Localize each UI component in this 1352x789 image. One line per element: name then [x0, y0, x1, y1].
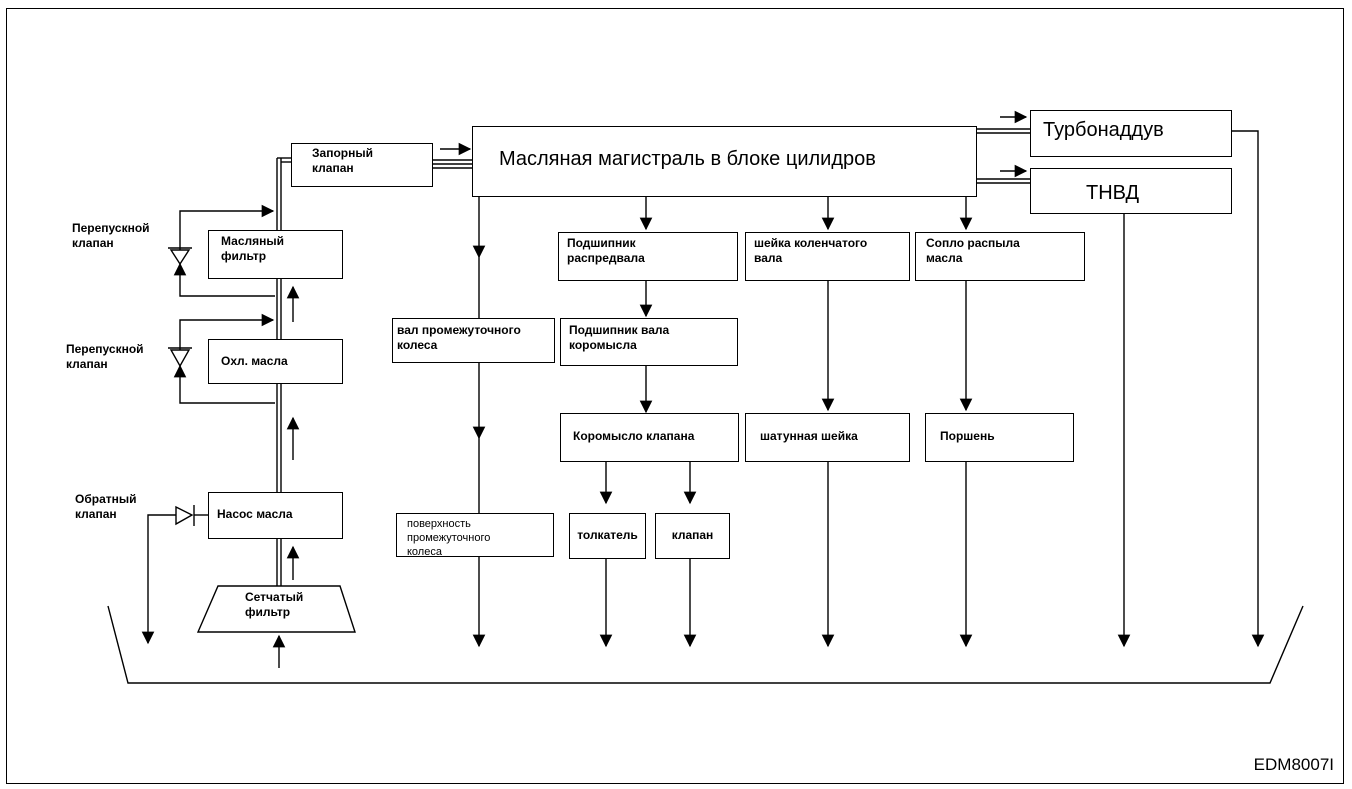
oil-cooler-box: Охл. масла — [208, 339, 343, 384]
oil-cooler-label: Охл. масла — [221, 354, 288, 368]
bypass-valve-1-label: Перепускной клапан — [72, 221, 150, 250]
idler-shaft-box: вал промежуточного колеса — [392, 318, 555, 363]
oil-filter-line2: фильтр — [221, 249, 267, 263]
rocker-arm-box: Коромысло клапана — [560, 413, 739, 462]
shutoff-valve-line2: клапан — [312, 161, 354, 175]
conrod-journal-box: шатунная шейка — [745, 413, 910, 462]
check-valve-label: Обратный клапан — [75, 492, 137, 521]
check-valve-icon — [175, 505, 209, 526]
strainer-shape — [196, 585, 356, 633]
strainer-label: Сетчатый фильтр — [245, 590, 304, 619]
tnvd-label: ТНВД — [1086, 182, 1140, 204]
main-gallery-label: Масляная магистраль в блоке цилидров — [499, 148, 876, 170]
shutoff-valve-box: Запорный клапан — [291, 143, 433, 187]
piston-box: Поршень — [925, 413, 1074, 462]
bypass-valve-2-label: Перепускной клапан — [66, 342, 144, 371]
main-gallery-box — [472, 126, 977, 197]
shutoff-valve-line1: Запорный — [312, 146, 373, 160]
turbo-box — [1030, 110, 1232, 157]
oil-filter-box: Масляный фильтр — [208, 230, 343, 279]
oil-pump-label: Насос масла — [217, 507, 293, 521]
tnvd-box — [1030, 168, 1232, 214]
camshaft-bearing-box: Подшипник распредвала — [558, 232, 738, 281]
bypass-valve-2-icon — [168, 347, 192, 368]
tappet-box: толкатель — [569, 513, 646, 559]
spray-nozzle-box: Сопло распыла масла — [915, 232, 1085, 281]
oil-filter-line1: Масляный — [221, 234, 284, 248]
idler-surface-box: поверхность промежуточного колеса — [396, 513, 554, 558]
figure-code: EDM8007I — [1253, 755, 1334, 774]
valve-box: клапан — [655, 513, 730, 559]
oil-pump-box: Насос масла — [208, 492, 343, 539]
rocker-shaft-bearing-box: Подшипник вала коромысла — [560, 318, 738, 366]
oil-pan-outline — [107, 605, 1304, 684]
crank-journal-box: шейка коленчатого вала — [745, 232, 910, 281]
diagram-frame — [6, 8, 1344, 784]
turbo-label: Турбонаддув — [1043, 119, 1164, 141]
bypass-valve-1-icon — [168, 247, 192, 266]
